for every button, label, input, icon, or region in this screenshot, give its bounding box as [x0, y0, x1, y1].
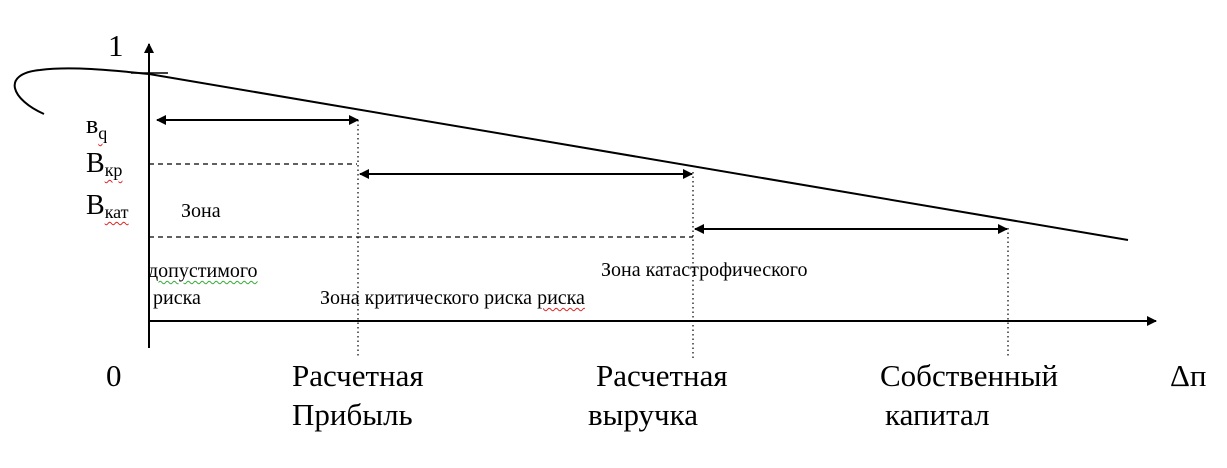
catastrophic-zone-label: Зона катастрофического — [601, 259, 808, 281]
capital-label-line1: Собственный — [880, 358, 1059, 393]
risk-curve — [13, 67, 1129, 241]
vkr-label: Вкр — [86, 148, 123, 180]
acceptable-zone-label-line3: риска — [153, 287, 201, 309]
profit-label-line1: Расчетная — [292, 358, 424, 393]
y-axis-max-label: 1 — [108, 28, 124, 63]
origin-label: 0 — [106, 358, 122, 393]
revenue-label-line1: Расчетная — [596, 358, 728, 393]
vq-label: вq — [86, 110, 108, 143]
x-axis-label: Δп — [1170, 358, 1207, 393]
revenue-label-line2: выручка — [588, 397, 698, 432]
critical-zone-label: Зона критического риска риска — [320, 287, 585, 309]
acceptable-zone-label-line2: допустимого — [148, 260, 258, 282]
vkat-label: Вкат — [86, 190, 129, 222]
profit-label-line2: Прибыль — [292, 397, 413, 432]
acceptable-zone-label-line1: Зона — [181, 200, 221, 222]
capital-label-line2: капитал — [885, 397, 990, 432]
